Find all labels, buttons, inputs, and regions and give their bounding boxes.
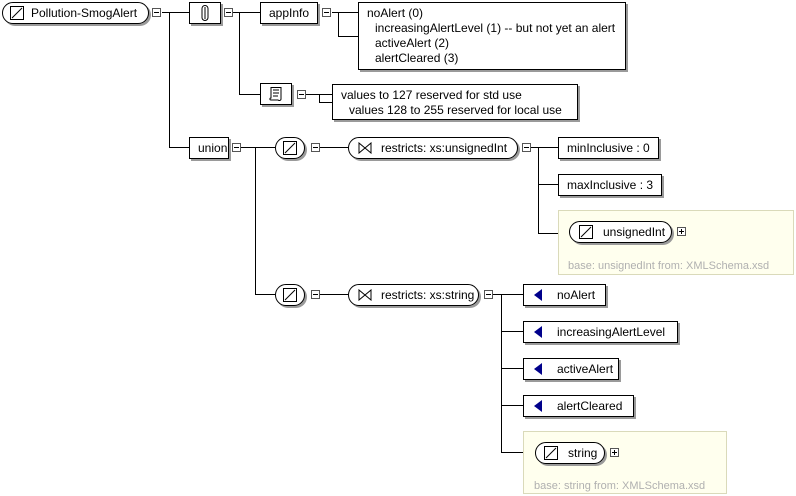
root-collapse-toggle[interactable] <box>152 8 161 17</box>
member-2-collapse-toggle[interactable] <box>311 290 320 299</box>
root-label: Pollution-SmogAlert <box>31 6 138 20</box>
documentation-line: values to 127 reserved for std use <box>341 88 522 102</box>
documentation-node[interactable] <box>260 83 292 105</box>
enumeration-icon <box>534 326 542 338</box>
enumeration-alert-cleared[interactable]: alertCleared <box>523 395 634 417</box>
simple-type-icon <box>579 225 593 239</box>
member-simple-type-2[interactable] <box>275 284 305 306</box>
base-type-label: unsignedInt <box>603 225 666 239</box>
facet-label: maxInclusive : 3 <box>567 178 654 192</box>
documentation-line: values 128 to 255 reserved for local use <box>349 103 562 117</box>
enumeration-active-alert[interactable]: activeAlert <box>523 358 619 380</box>
annotation-collapse-toggle[interactable] <box>224 8 233 17</box>
restriction-string[interactable]: restricts: xs:string <box>348 284 479 306</box>
union-label: union <box>198 141 228 155</box>
restriction-unsignedint-collapse-toggle[interactable] <box>522 143 531 152</box>
base-type-label: string <box>568 446 598 460</box>
appinfo-line: increasingAlertLevel (1) -- but not yet … <box>375 21 616 35</box>
restriction-label: restricts: xs:unsignedInt <box>381 141 508 155</box>
appinfo-content: noAlert (0) increasingAlertLevel (1) -- … <box>358 2 626 70</box>
base-type-panel-unsignedint: unsignedInt base: unsignedInt from: XMLS… <box>558 210 794 275</box>
restriction-icon <box>358 142 372 154</box>
simple-type-icon <box>283 141 297 155</box>
appinfo-node[interactable]: appInfo <box>260 2 318 24</box>
member-simple-type-1[interactable] <box>275 137 305 159</box>
simple-type-icon <box>283 288 297 302</box>
simple-type-icon <box>544 446 558 460</box>
documentation-content: values to 127 reserved for std use value… <box>332 84 578 120</box>
restriction-unsignedint[interactable]: restricts: xs:unsignedInt <box>348 137 518 159</box>
base-type-expand-toggle[interactable] <box>677 227 686 236</box>
restriction-label: restricts: xs:string <box>381 288 475 302</box>
union-node[interactable]: union <box>189 137 229 159</box>
union-collapse-toggle[interactable] <box>232 143 241 152</box>
restriction-icon <box>358 289 372 301</box>
documentation-collapse-toggle[interactable] <box>297 90 306 99</box>
facet-min-inclusive[interactable]: minInclusive : 0 <box>558 137 659 159</box>
enumeration-label: increasingAlertLevel <box>557 325 666 339</box>
enumeration-label: noAlert <box>557 288 596 302</box>
facet-label: minInclusive : 0 <box>567 141 650 155</box>
annotation-icon <box>201 5 209 21</box>
root-simple-type[interactable]: Pollution-SmogAlert <box>2 2 149 24</box>
facet-max-inclusive[interactable]: maxInclusive : 3 <box>558 174 662 196</box>
enumeration-label: alertCleared <box>557 399 623 413</box>
base-type-info: base: string from: XMLSchema.xsd <box>534 480 706 492</box>
base-type-panel-string: string base: string from: XMLSchema.xsd <box>523 431 727 494</box>
enumeration-no-alert[interactable]: noAlert <box>523 284 606 306</box>
enumeration-label: activeAlert <box>557 362 614 376</box>
enumeration-increasing-alert-level[interactable]: increasingAlertLevel <box>523 321 678 343</box>
appinfo-label: appInfo <box>269 6 310 20</box>
enumeration-icon <box>534 289 542 301</box>
appinfo-collapse-toggle[interactable] <box>322 8 331 17</box>
annotation-node[interactable] <box>189 2 221 24</box>
base-type-string[interactable]: string <box>535 442 605 464</box>
appinfo-line: noAlert (0) <box>367 6 424 20</box>
member-1-collapse-toggle[interactable] <box>311 143 320 152</box>
base-type-expand-toggle[interactable] <box>610 448 619 457</box>
enumeration-icon <box>534 400 542 412</box>
simple-type-icon <box>10 6 24 20</box>
base-type-unsignedint[interactable]: unsignedInt <box>569 221 672 243</box>
appinfo-line: activeAlert (2) <box>375 36 450 50</box>
restriction-string-collapse-toggle[interactable] <box>484 290 493 299</box>
documentation-scroll-icon <box>269 87 282 102</box>
appinfo-line: alertCleared (3) <box>375 51 459 65</box>
base-type-info: base: unsignedInt from: XMLSchema.xsd <box>568 260 770 272</box>
enumeration-icon <box>534 363 542 375</box>
